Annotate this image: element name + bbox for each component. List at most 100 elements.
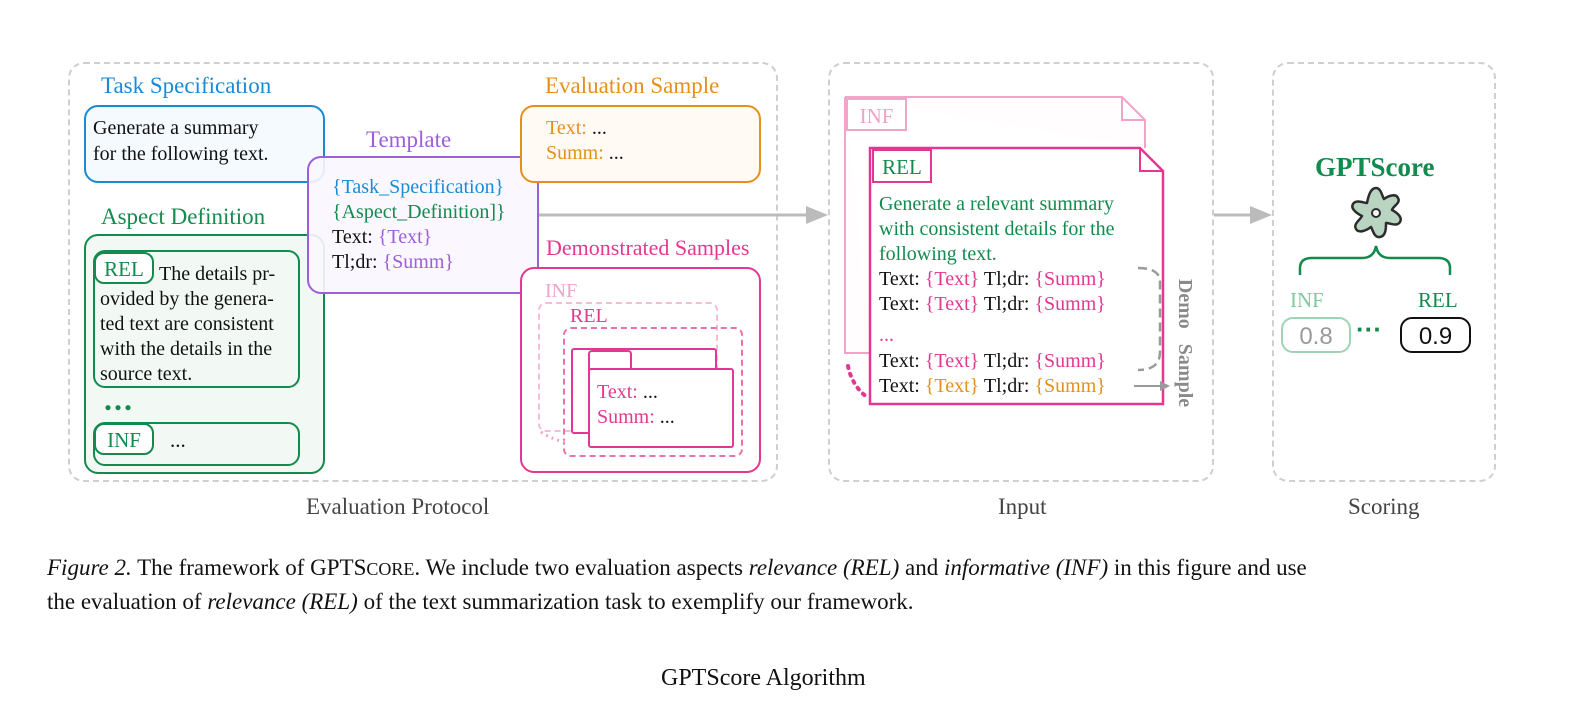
aspect-rel-tag: REL <box>94 252 154 284</box>
evaluation-protocol-label: Evaluation Protocol <box>306 494 490 519</box>
input-to-scoring-arrow <box>1214 206 1272 224</box>
template-text-line: Text: {Text} <box>332 227 432 247</box>
row-summ-var: {Summ} <box>1034 350 1106 372</box>
input-demo-row: Text: {Text} Tl;dr: {Summ} <box>879 351 1106 371</box>
eval-sample-text-value: ... <box>586 117 607 139</box>
demo-summ-value: ... <box>654 406 675 428</box>
row-text-var: {Text} <box>924 268 980 290</box>
gptscore-flower-icon <box>1351 186 1402 239</box>
input-rel-tag: REL <box>872 149 932 183</box>
template-to-input-arrow <box>539 206 828 224</box>
aspect-inf-dots: ... <box>170 428 186 452</box>
scoring-dots: ··· <box>1356 314 1382 344</box>
caption-text-1: The framework of GPTS <box>131 555 367 580</box>
gptscore-title: GPTScore <box>1315 152 1435 182</box>
caption-line2-rel: relevance (REL) <box>207 589 358 614</box>
caption-text-4: in this figure and use <box>1108 555 1307 580</box>
eval-sample-summ-value: ... <box>603 142 624 164</box>
input-inf-document <box>844 96 1146 354</box>
template-summ-var: {Summ} <box>382 251 454 273</box>
demo-samples-title: Demonstrated Samples <box>546 235 750 260</box>
scoring-panel <box>1272 62 1496 482</box>
eval-sample-text-line: Text: ... <box>546 118 607 138</box>
scoring-rel-label: REL <box>1418 288 1458 312</box>
aspect-inf-tag: INF <box>94 423 154 455</box>
aspect-rel-card <box>93 250 300 388</box>
row-summ-var: {Summ} <box>1034 293 1106 315</box>
demo-folder-tab <box>588 350 632 370</box>
caption-text-2: . We include two evaluation aspects <box>414 555 749 580</box>
demo-sample-side-label: Demo Sample <box>1174 278 1196 408</box>
scoring-inf-label: INF <box>1290 288 1324 312</box>
row-text-var: {Text} <box>924 350 980 372</box>
eval-sample-title: Evaluation Sample <box>545 73 720 98</box>
input-rel-document <box>868 146 1165 406</box>
aspect-def-l1: The details pr- <box>159 263 276 285</box>
task-spec-title: Task Specification <box>101 73 272 98</box>
aspect-def-l5: source text. <box>100 363 193 385</box>
demo-summ-line: Summ: ... <box>597 407 675 427</box>
input-sample-row: Text: {Text} Tl;dr: {Summ} <box>879 376 1106 396</box>
input-rel-fold-icon <box>1139 148 1163 172</box>
template-task-var: {Task_Specification} <box>332 176 505 198</box>
template-summ-line: Tl;dr: {Summ} <box>332 252 454 272</box>
demo-summ-label: Summ: <box>597 406 655 428</box>
input-panel <box>828 62 1214 482</box>
row-text-label: Text: <box>879 293 925 315</box>
figure-caption-line1: Figure 2. The framework of GPTSCORE. We … <box>47 556 1307 579</box>
row-summ-var: {Summ} <box>1034 375 1106 397</box>
input-ellipsis: ... <box>879 324 894 346</box>
template-title: Template <box>366 127 452 152</box>
figure-caption-line2: the evaluation of relevance (REL) of the… <box>47 590 914 613</box>
template-text-label: Text: <box>332 226 378 248</box>
caption-rel-term: relevance (REL) <box>748 555 900 580</box>
eval-sample-summ-line: Summ: ... <box>546 143 624 163</box>
eval-sample-text-label: Text: <box>546 117 587 139</box>
input-label: Input <box>998 494 1047 519</box>
row-tldr-label: Tl;dr: <box>979 350 1035 372</box>
aspect-def-l4: with the details in the <box>100 338 273 360</box>
aspect-def-l3: ted text are consistent <box>100 313 274 335</box>
aspect-def-title: Aspect Definition <box>101 204 266 229</box>
input-demo-row: Text: {Text} Tl;dr: {Summ} <box>879 269 1106 289</box>
demo-rel-card <box>563 327 743 457</box>
scoring-brace <box>1298 245 1452 275</box>
eval-sample-summ-label: Summ: <box>546 142 604 164</box>
sample-arrow <box>1134 381 1170 391</box>
demo-dotted-accent <box>540 430 567 444</box>
aspect-def-l2: ovided by the genera- <box>100 288 274 310</box>
demo-text-value: ... <box>637 381 658 403</box>
algorithm-title: GPTScore Algorithm <box>661 665 866 691</box>
caption-figure-label: Figure 2. <box>47 555 132 580</box>
template-aspect-var: {Aspect_Definition]} <box>332 201 506 223</box>
caption-inf-term: informative (INF) <box>943 555 1109 580</box>
demo-bracket <box>1137 266 1162 372</box>
row-tldr-label: Tl;dr: <box>979 268 1035 290</box>
row-tldr-label: Tl;dr: <box>979 375 1035 397</box>
input-inf-fold-icon <box>1121 97 1145 121</box>
row-summ-var: {Summ} <box>1034 268 1106 290</box>
input-inf-tag: INF <box>846 98 907 131</box>
template-tldr-label: Tl;dr: <box>332 251 383 273</box>
row-text-var: {Text} <box>924 293 980 315</box>
demo-folder-front <box>588 368 734 448</box>
template-box <box>307 156 539 294</box>
demo-rel-label: REL <box>570 305 608 327</box>
template-text-var: {Text} <box>377 226 433 248</box>
task-spec-line1: Generate a summary <box>93 117 259 139</box>
caption-smallcaps: CORE <box>366 559 415 579</box>
input-demo-row: Text: {Text} Tl;dr: {Summ} <box>879 294 1106 314</box>
scoring-label: Scoring <box>1348 494 1420 519</box>
input-dotted-accent <box>846 364 870 400</box>
caption-text-3: and <box>899 555 944 580</box>
caption-line2-a: the evaluation of <box>47 589 208 614</box>
demo-inf-label: INF <box>545 280 578 302</box>
row-text-label: Text: <box>879 375 925 397</box>
caption-line2-b: of the text summarization task to exempl… <box>357 589 914 614</box>
task-spec-line2: for the following text. <box>93 143 269 165</box>
row-text-label: Text: <box>879 268 925 290</box>
demo-text-label: Text: <box>597 381 638 403</box>
input-instruction-line2: with consistent details for the <box>879 218 1115 240</box>
eval-sample-box <box>520 105 761 183</box>
